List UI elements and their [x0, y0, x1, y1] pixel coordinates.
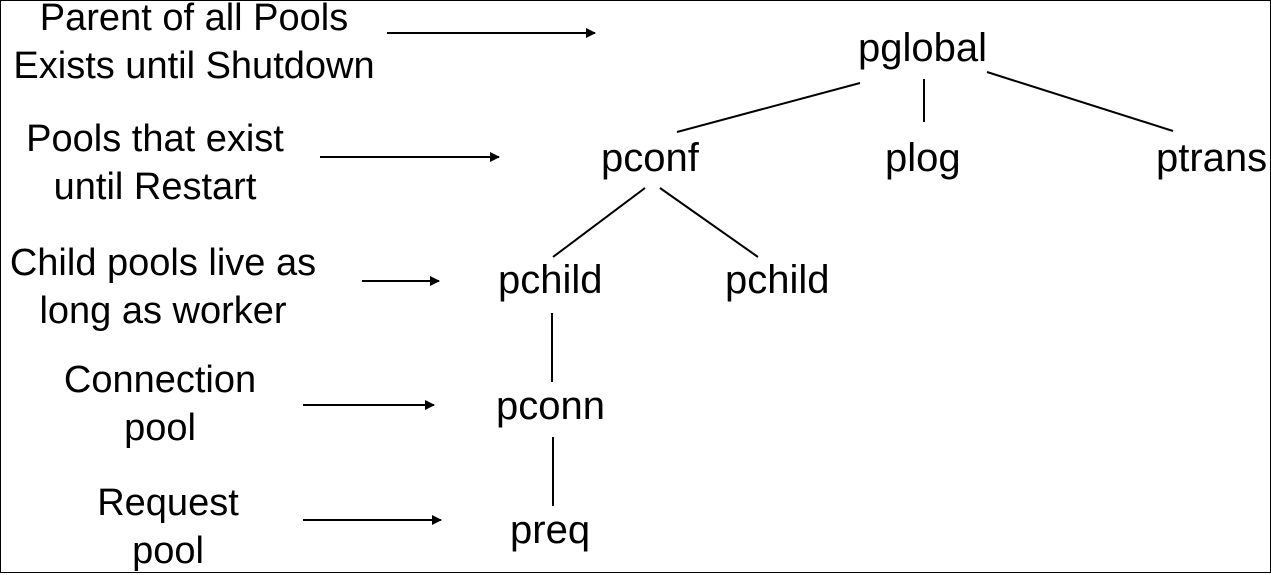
annotation-global: Parent of all Pools Exists until Shutdow…	[0, 0, 390, 90]
node-plog: plog	[885, 136, 961, 180]
annotation-global-line-2: Exists until Shutdown	[13, 45, 375, 87]
node-pconf: pconf	[601, 136, 699, 180]
annotation-conn-line-1: Connection	[63, 359, 257, 401]
annotation-child-line-1: Child pools live as	[9, 242, 317, 284]
annotation-child-line-2: long as worker	[39, 290, 287, 332]
edge-pconf-pchild-left	[552, 187, 646, 258]
annotation-restart: Pools that exist until Restart	[10, 115, 300, 211]
node-preq: preq	[510, 508, 591, 552]
annotation-conn: Connection pool	[40, 356, 280, 452]
node-pglobal: pglobal	[858, 26, 988, 70]
node-pconn: pconn	[496, 384, 605, 428]
annotation-conn-line-2: pool	[124, 407, 196, 449]
annotation-req: Request pool	[68, 479, 268, 575]
annotation-restart-line-1: Pools that exist	[26, 118, 284, 160]
node-pchild-left: pchild	[498, 258, 603, 302]
annotation-child: Child pools live as long as worker	[0, 239, 328, 335]
annotation-restart-line-2: until Restart	[53, 166, 257, 208]
node-pchild-right: pchild	[725, 258, 830, 302]
edge-pconf-pchild-right	[659, 187, 759, 258]
node-ptrans: ptrans	[1156, 136, 1268, 180]
annotation-req-line-2: pool	[132, 530, 204, 572]
annotation-global-line-1: Parent of all Pools	[39, 0, 349, 39]
annotation-req-line-1: Request	[97, 482, 239, 524]
edge-pglobal-ptrans	[986, 71, 1174, 132]
edge-pglobal-pconf	[676, 82, 861, 133]
